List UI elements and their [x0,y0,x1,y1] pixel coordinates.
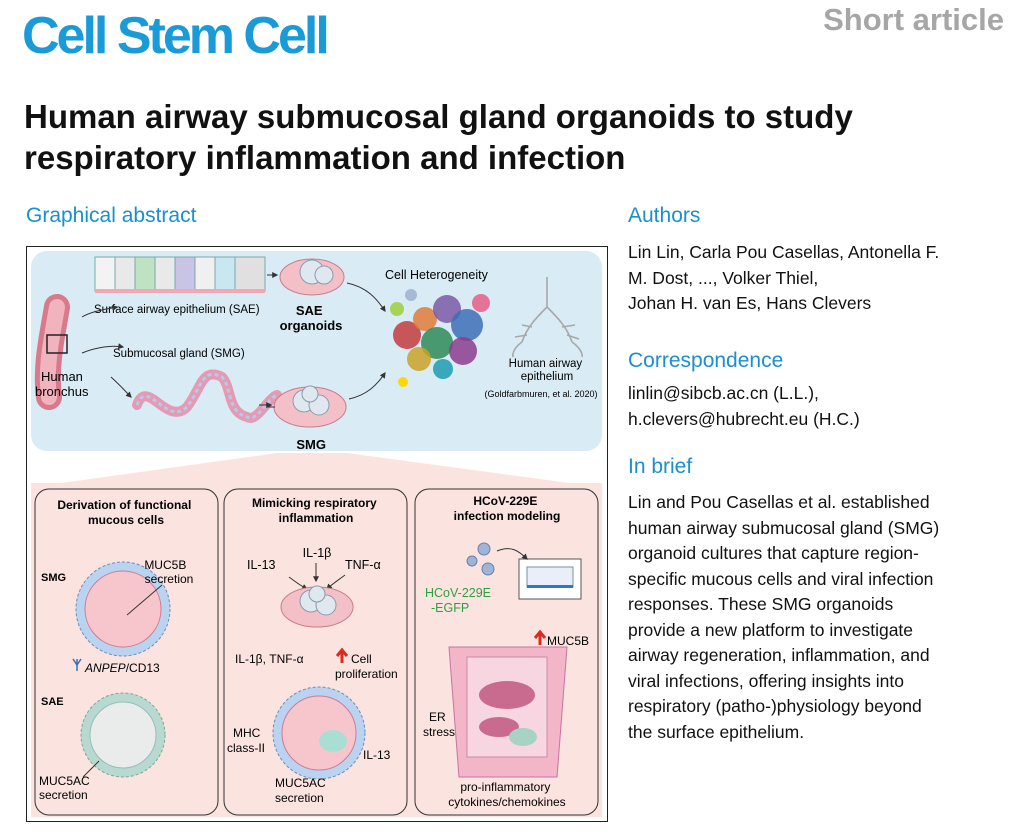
panel2-cell-prolif: Cell proliferation [335,652,398,681]
sae-epithelium-illustration [94,256,266,293]
panel2-organoid-cross-section [272,686,366,780]
smg-organoid-cross-section [75,561,171,657]
bronchus-illustration [34,294,70,410]
article-type: Short article [823,2,1004,37]
article-title: Human airway submucosal gland organoids … [24,98,853,176]
virus-icon [466,542,495,576]
cell-heterogeneity-label: Cell Heterogeneity [385,268,489,282]
panel2-il1b-tnfa: IL-1β, TNF-α [235,652,304,666]
panel1-muc5ac-label: MUC5AC secretion [39,774,93,802]
panel2-il1b: IL-1β [303,546,332,560]
human-bronchus-label: Human bronchus [35,369,89,399]
panel1-smg-label: SMG [41,572,66,584]
panel1-muc5b-label: MUC5B secretion [144,558,193,586]
in-brief-text: Lin and Pou Casellas et al. established … [628,492,940,742]
panel3-cytokines: pro-inflammatory cytokines/chemokines [448,780,565,809]
infected-cells-illustration [448,646,568,778]
transwell-icon [518,558,582,600]
graphical-abstract: Human bronchus Surface airway epithelium… [26,246,608,822]
journal-logo: Cell Stem Cell [22,7,330,65]
panel2-il13: IL-13 [247,558,276,572]
fan-connector [33,453,599,487]
correspondence-heading: Correspondence [628,349,784,372]
panel2-organoid-dish [280,585,354,628]
panel2-title: Mimicking respiratory inflammation [252,496,380,525]
lung-illustration [512,277,583,358]
graphical-abstract-figure: Human bronchus Surface airway epithelium… [31,251,602,817]
panel2-muc5ac: MUC5AC secretion [275,776,329,805]
sae-organoid-dish [279,258,345,296]
panel2-il13-b: IL-13 [363,748,391,762]
panel1-marker: ANPEP/CD13 [84,661,160,675]
up-arrow-icon-2 [533,629,547,645]
receptor-icon [72,658,82,671]
panel3-virus-label: HCoV-229E -EGFP [425,586,495,615]
panel3-muc5b: MUC5B [547,634,589,648]
up-arrow-icon [335,647,349,663]
in-brief-heading: In brief [628,455,693,478]
sae-organoid-cross-section [80,692,166,778]
authors-heading: Authors [628,204,701,227]
authors-list: Lin Lin, Carla Pou Casellas, Antonella F… [628,242,940,313]
sae-organoids-label: SAE organoids [280,303,343,333]
umap-clusters [390,289,490,387]
sae-label: Surface airway epithelium (SAE) [94,304,260,316]
correspondence-emails: linlin@sibcb.ac.cn (L.L.), h.clevers@hub… [628,383,860,429]
panel2-mhc: MHC class-II [227,726,265,755]
panel2-tnfa: TNF-α [345,558,381,572]
panel1-sae-label: SAE [41,696,64,708]
panel3-title: HCoV-229E infection modeling [454,494,561,523]
graphical-abstract-heading: Graphical abstract [26,204,197,227]
human-airway-epithelium-label: Human airway epithelium [509,358,586,383]
panel3-er-stress: ER stress [423,710,455,739]
panel1-title: Derivation of functional mucous cells [57,498,194,527]
smg-organoid-dish [273,385,347,428]
top-panel [31,251,602,451]
smg-label: Submucosal gland (SMG) [113,348,245,360]
citation-label: (Goldfarbmuren, et al. 2020) [484,389,597,399]
